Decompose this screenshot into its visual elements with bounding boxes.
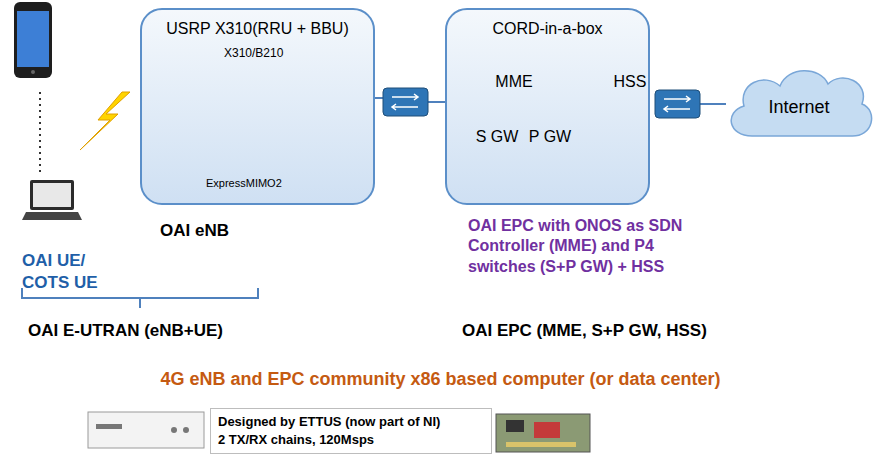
node-text: 2 TX/RX chains, 120Msps — [218, 431, 484, 449]
device-connector — [171, 427, 177, 433]
laptop-screen — [33, 183, 71, 207]
node-text: MME — [495, 73, 532, 91]
node-text: Designed by ETTUS (now part of NI) — [218, 413, 484, 431]
node-text: S GW — [476, 128, 519, 146]
board-pcb — [496, 414, 590, 452]
rru-bbu-group: USRP X310(RRU + BBU) — [140, 8, 375, 205]
laptop-base — [22, 212, 82, 220]
switch-body — [655, 90, 700, 118]
laptop-icon — [22, 180, 82, 220]
phone-screen — [17, 11, 49, 67]
component-label: OAI UE/ COTS UE — [22, 250, 117, 294]
wire — [700, 103, 726, 105]
wire — [428, 101, 446, 103]
internet-cloud: Internet — [722, 60, 876, 144]
node-text: HSS — [614, 73, 647, 91]
phone-button — [31, 70, 35, 74]
dotted-line — [39, 92, 41, 172]
description-note: OAI EPC with ONOS as SDN Controller (MME… — [468, 216, 723, 277]
function-block: MME — [489, 70, 538, 94]
board-photo — [496, 414, 590, 452]
switch-body — [383, 88, 428, 116]
cloud-outline — [731, 71, 871, 136]
component-label: OAI eNB — [160, 220, 229, 242]
device-label: ExpressMIMO2 — [206, 176, 282, 190]
device-label: X310/B210 — [224, 46, 283, 61]
epc-group: CORD-in-a-boxMME HSS S GW P GW — [445, 8, 650, 205]
function-block: HSS — [608, 70, 653, 94]
network-switch — [655, 90, 700, 118]
function-block: S GW — [470, 125, 525, 149]
network-switch — [383, 88, 428, 116]
device-body — [88, 412, 204, 448]
group-title: CORD-in-a-box — [447, 20, 648, 38]
board-chip — [534, 422, 560, 438]
group-title: USRP X310(RRU + BBU) — [142, 20, 373, 38]
usrp-device-photo — [88, 412, 204, 448]
function-block: P GW — [523, 125, 577, 149]
node-text: P GW — [529, 128, 571, 146]
switch-arrows — [664, 96, 690, 112]
section-label: OAI E-UTRAN (eNB+UE) — [28, 320, 223, 342]
device-port — [96, 424, 122, 429]
switch-arrows — [392, 94, 418, 110]
board-connector — [506, 442, 576, 447]
footer-heading: 4G eNB and EPC community x86 based compu… — [0, 368, 881, 391]
board-chip — [506, 420, 524, 432]
laptop-screen-frame — [30, 180, 74, 210]
phone-icon — [14, 2, 52, 78]
phone-body — [14, 2, 52, 78]
lightning-bolt — [80, 92, 130, 150]
device-connector — [183, 427, 189, 433]
section-label: OAI EPC (MME, S+P GW, HSS) — [462, 320, 707, 342]
spec-box: Designed by ETTUS (now part of NI)2 TX/R… — [210, 408, 492, 454]
node-text: Internet — [768, 97, 829, 118]
